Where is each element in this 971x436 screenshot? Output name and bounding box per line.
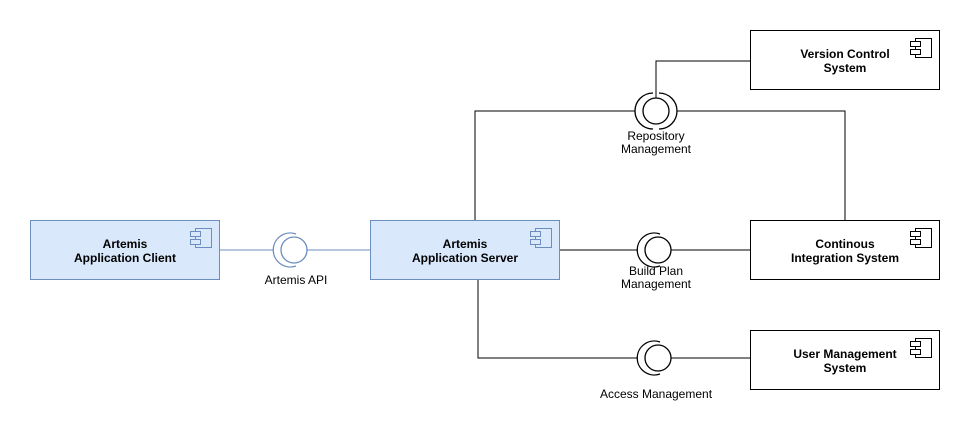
required-interface-socket-icon <box>636 340 661 376</box>
interface-label-artemis-api: Artemis API <box>264 273 328 287</box>
component-version-control-system: Version Control System <box>750 30 940 90</box>
required-interface-socket-icon <box>636 232 661 268</box>
required-interface-socket-left-icon <box>634 92 654 130</box>
required-interface-socket-icon <box>272 232 297 268</box>
interface-repository-management <box>634 92 678 130</box>
interface-build-plan-management <box>636 232 672 268</box>
component-icon <box>910 338 932 358</box>
component-label: Artemis Application Server <box>411 236 519 265</box>
component-icon <box>910 228 932 248</box>
connector-server-to-repository <box>474 110 635 220</box>
component-artemis-application-client: Artemis Application Client <box>30 220 220 280</box>
component-icon <box>190 228 212 248</box>
component-artemis-application-server: Artemis Application Server <box>370 220 560 280</box>
provided-interface-ball-icon <box>280 236 308 264</box>
component-user-management-system: User Management System <box>750 330 940 390</box>
interface-label-access-management: Access Management <box>599 387 713 401</box>
component-icon <box>910 38 932 58</box>
provided-interface-ball-icon <box>642 97 670 125</box>
component-continous-integration-system: Continous Integration System <box>750 220 940 280</box>
provided-interface-ball-icon <box>644 236 672 264</box>
component-icon <box>530 228 552 248</box>
component-label: User Management System <box>793 346 897 375</box>
provided-interface-ball-icon <box>644 344 672 372</box>
connector-repository-to-ci <box>677 110 846 220</box>
interface-artemis-api <box>272 232 308 268</box>
component-label: Artemis Application Client <box>74 236 176 265</box>
connector-vcs-to-repository <box>655 60 750 98</box>
interface-label-build-plan-management: Build Plan Management <box>620 264 692 291</box>
required-interface-socket-right-icon <box>658 92 678 130</box>
component-label: Continous Integration System <box>790 236 900 265</box>
interface-access-management <box>636 340 672 376</box>
connector-server-to-access <box>477 280 637 359</box>
component-label: Version Control System <box>800 46 890 75</box>
interface-label-repository-management: Repository Management <box>620 129 692 156</box>
